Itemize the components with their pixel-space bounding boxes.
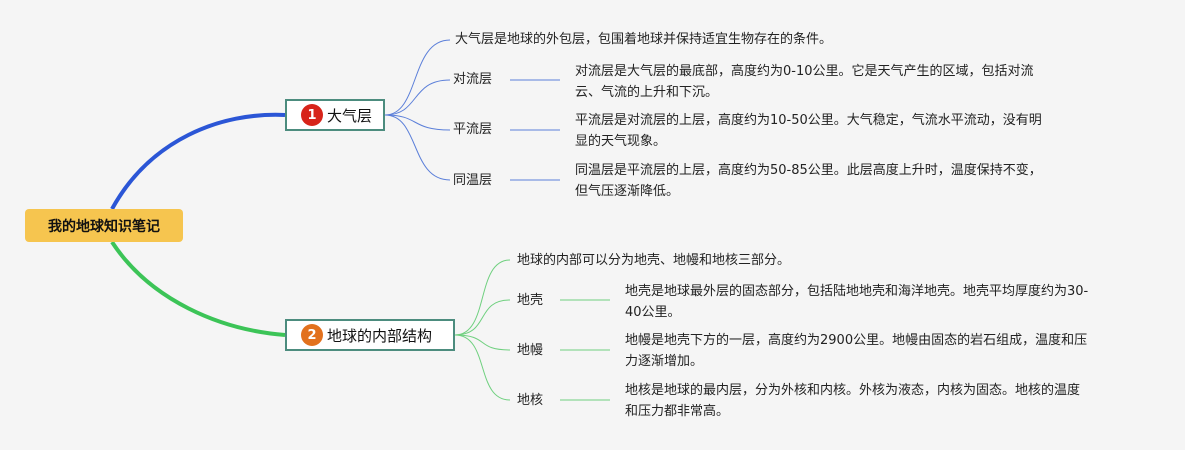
branch-earth-interior-label: 地球的内部结构 <box>327 326 433 345</box>
node-core[interactable]: 地核 <box>517 393 544 408</box>
branch-atmosphere-label: 大气层 <box>327 106 373 125</box>
mantle-detail-line2: 力逐渐增加。 <box>625 354 704 369</box>
node-isothermal-layer[interactable]: 同温层 <box>453 173 493 188</box>
b2-to-summary <box>454 259 511 336</box>
b2-to-child2 <box>454 334 511 351</box>
b1-to-summary <box>384 39 451 116</box>
isothermal-detail-line1: 同温层是平流层的上层，高度约为50-85公里。此层高度上升时，温度保持不变， <box>575 163 1042 178</box>
b1-to-child3 <box>384 114 451 181</box>
core-detail-line2: 和压力都非常高。 <box>625 404 730 419</box>
crust-detail-line1: 地壳是地球最外层的固态部分，包括陆地地壳和海洋地壳。地壳平均厚度约为30- <box>625 284 1089 299</box>
isothermal-detail-line2: 但气压逐渐降低。 <box>575 184 680 199</box>
node-troposphere[interactable]: 对流层 <box>453 72 493 87</box>
troposphere-detail-line1: 对流层是大气层的最底部，高度约为0-10公里。它是天气产生的区域，包括对流 <box>575 64 1034 79</box>
stratosphere-detail-line2: 显的天气现象。 <box>575 134 667 149</box>
number-badge-2: 2 <box>301 324 323 346</box>
b2-to-child3 <box>454 334 511 401</box>
root-to-branch1-line <box>110 112 286 210</box>
atmosphere-summary: 大气层是地球的外包层，包围着地球并保持适宜生物存在的条件。 <box>455 32 833 47</box>
number-badge-1: 1 <box>301 104 323 126</box>
b2-to-child1 <box>454 299 511 336</box>
root-node[interactable]: 我的地球知识笔记 <box>25 209 183 242</box>
crust-detail-line2: 40公里。 <box>625 305 681 320</box>
interior-summary: 地球的内部可以分为地壳、地幔和地核三部分。 <box>517 253 791 268</box>
b1-to-child2 <box>384 114 451 131</box>
root-to-branch2-line <box>110 240 286 337</box>
branch-atmosphere[interactable]: 1 大气层 <box>285 99 385 131</box>
root-label: 我的地球知识笔记 <box>48 218 160 235</box>
node-stratosphere[interactable]: 平流层 <box>453 122 493 137</box>
stratosphere-detail-line1: 平流层是对流层的上层，高度约为10-50公里。大气稳定，气流水平流动，没有明 <box>575 113 1042 128</box>
node-crust[interactable]: 地壳 <box>517 293 544 308</box>
mantle-detail-line1: 地幔是地壳下方的一层，高度约为2900公里。地幔由固态的岩石组成，温度和压 <box>625 333 1088 348</box>
core-detail-line1: 地核是地球的最内层，分为外核和内核。外核为液态，内核为固态。地核的温度 <box>625 383 1081 398</box>
troposphere-detail-line2: 云、气流的上升和下沉。 <box>575 85 719 100</box>
branch-earth-interior[interactable]: 2 地球的内部结构 <box>285 319 455 351</box>
node-mantle[interactable]: 地幔 <box>517 343 544 358</box>
b1-to-child1 <box>384 79 451 116</box>
